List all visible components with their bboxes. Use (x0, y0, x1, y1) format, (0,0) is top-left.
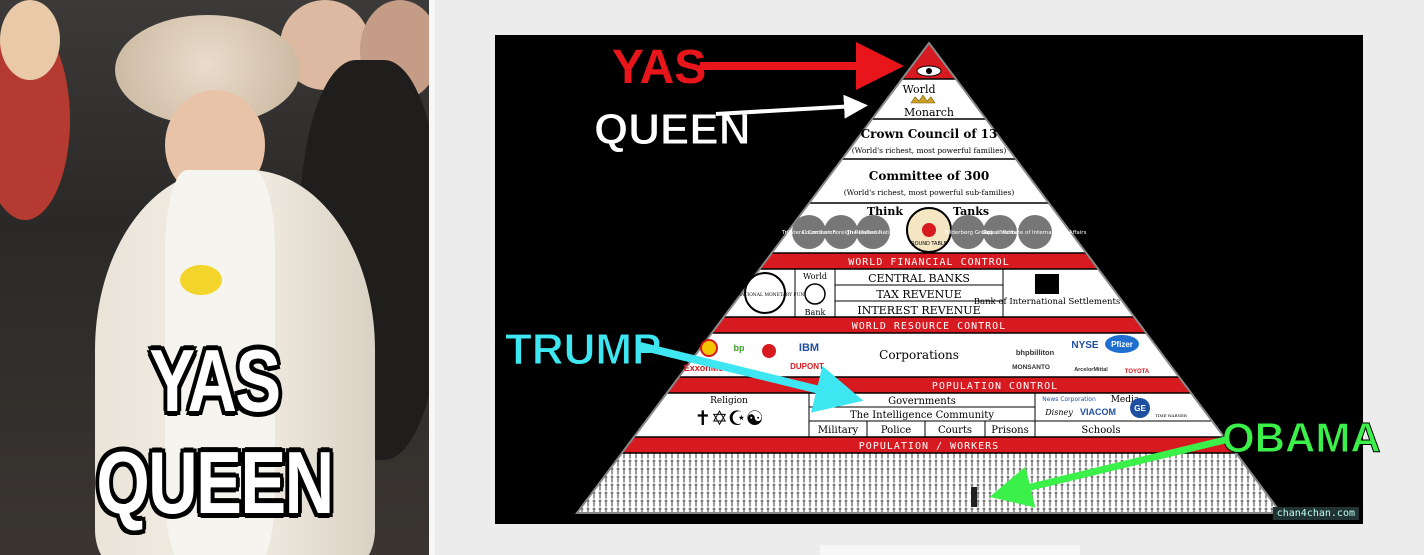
world-bank-bank: Bank (805, 308, 826, 317)
religion-symbols-icon: ✝✡☪☯ (694, 406, 763, 430)
round-table-label: ROUND TABLE (911, 241, 947, 247)
resource-band (577, 317, 1281, 333)
tier-committee-sub: (World's richest, most powerful sub-fami… (844, 188, 1015, 197)
circle-trilateral: Trilateral Comission (781, 230, 836, 236)
think-tank-circles (792, 207, 1052, 253)
workers-crowd (577, 453, 1281, 513)
circle-bilderberg: Bilderberg Group (945, 230, 992, 236)
logo-monsanto: MONSANTO (1012, 364, 1050, 371)
scarf (165, 170, 275, 555)
think-tank-circle (1018, 215, 1052, 249)
eye-pupil-icon (926, 68, 932, 74)
think-word: Think (867, 205, 903, 218)
tax-revenue: TAX REVENUE (876, 288, 961, 301)
military-cell: Military (818, 425, 859, 436)
world-bank-world: World (803, 272, 827, 281)
religion-label: Religion (710, 396, 748, 406)
queen-photo: YAS QUEEN (0, 0, 429, 555)
meme-caption: YAS QUEEN (96, 331, 334, 532)
tier-crown-council-sub: (World's richest, most powerful families… (852, 146, 1007, 155)
logo-nyse: NYSE (1071, 340, 1099, 351)
obama-figure (971, 487, 977, 507)
logo-viacom: VIACOM (1080, 407, 1116, 417)
think-tank-circle (792, 215, 826, 249)
central-banks: CENTRAL BANKS (868, 272, 970, 285)
pyramid-svg: World Monarch Crown Council of 13 (World… (575, 41, 1283, 514)
circle-cfr: Council on Foreign Relations (802, 230, 880, 236)
bis-logo-icon (1035, 274, 1059, 294)
tier-committee: Committee of 300 (869, 169, 989, 183)
globe-icon (804, 283, 826, 305)
band-financial: WORLD FINANCIAL CONTROL (848, 257, 1009, 268)
police-cell: Police (881, 425, 911, 436)
logo-ge: GE (1134, 404, 1146, 413)
logo-dupont: DUPONT (790, 362, 824, 371)
logo-ibm: IBM (799, 342, 819, 354)
think-tank-circle (983, 215, 1017, 249)
logo-exxonmobil: ExxonMobil (684, 363, 735, 373)
imf-seal-icon (744, 272, 786, 314)
crown-icon (910, 94, 936, 104)
logo-pfizer: Pfizer (1111, 340, 1133, 349)
circle-un: The United Nations (846, 230, 900, 236)
ge-logo-icon (1130, 398, 1150, 418)
schools-cell: Schools (1081, 425, 1120, 436)
total-logo-icon (762, 344, 776, 358)
pyramid-diagram: World Monarch Crown Council of 13 (World… (495, 35, 1363, 524)
media-label: Media (1111, 395, 1140, 405)
bis-label: Bank of International Settlements (974, 297, 1120, 307)
pfizer-logo-icon (1105, 335, 1139, 353)
logo-arcelormittal: ArcelorMittal (1074, 367, 1108, 373)
logo-timewarner: TIME WARNER (1155, 413, 1188, 418)
think-tank-circle (856, 215, 890, 249)
prisons-cell: Prisons (991, 425, 1028, 436)
governments-label: Governments (888, 396, 956, 407)
round-table-center (922, 223, 936, 237)
tier-monarch: Monarch (904, 106, 954, 119)
logo-toyota: TOYOTA (1125, 369, 1150, 375)
yellow-rose (180, 265, 222, 295)
band-workers: POPULATION / WORKERS (859, 441, 999, 452)
population-control-band (577, 377, 1281, 393)
corporations-label: Corporations (879, 348, 959, 362)
tanks-word: Tanks (953, 205, 989, 218)
crowd-figure (0, 0, 60, 80)
logo-news-corp: News Corporation (1042, 396, 1096, 403)
logo-disney: Disney (1044, 408, 1073, 417)
circle-club-rome: Club of Rome (982, 230, 1019, 236)
circle-royal-institute: Royal Institute of International Affairs (984, 230, 1087, 236)
think-tank-circle (824, 215, 858, 249)
shell-logo-icon (700, 339, 718, 357)
bottom-bar (820, 545, 1080, 555)
band-population-control: POPULATION CONTROL (932, 381, 1058, 392)
watermark: chan4chan.com (1272, 507, 1359, 520)
intelligence-label: The Intelligence Community (850, 410, 994, 421)
logo-bp: bp (734, 343, 745, 353)
imf-label: INTERNATIONAL MONETARY FUND (722, 292, 808, 298)
logo-bhp: bhpbilliton (1016, 348, 1055, 357)
tier-world: World (903, 83, 936, 96)
band-resource: WORLD RESOURCE CONTROL (852, 321, 1006, 332)
divider (429, 0, 435, 555)
think-tank-circle (951, 215, 985, 249)
courts-cell: Courts (938, 425, 972, 436)
tier-crown-council: Crown Council of 13 (861, 127, 998, 141)
interest-revenue: INTEREST REVENUE (857, 304, 980, 317)
